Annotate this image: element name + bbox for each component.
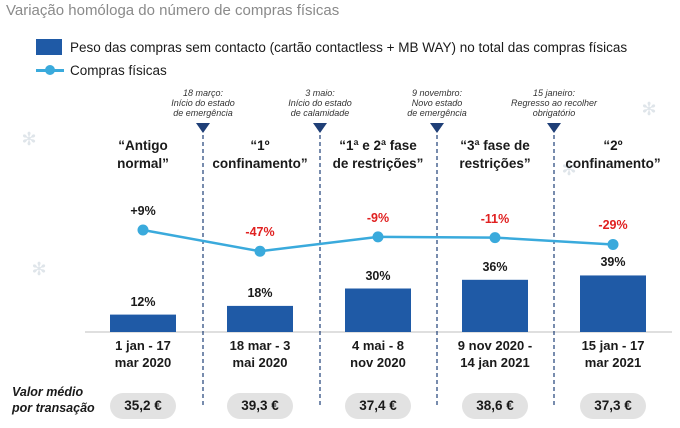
bar-value-label: 30%	[365, 268, 391, 283]
event-marker-icon	[196, 123, 210, 133]
line-value-label: -47%	[245, 225, 275, 240]
legend-bar-label: Peso das compras sem contacto (cartão co…	[70, 39, 628, 55]
legend-bar-swatch	[36, 39, 62, 55]
event-annotation: 15 janeiro: Regresso ao recolher obrigat…	[510, 88, 598, 118]
bar	[227, 305, 293, 332]
x-tick-label: 4 mai - 8 nov 2020	[350, 338, 406, 370]
legend-line: Compras físicas	[36, 61, 167, 79]
event-marker-icon	[313, 123, 327, 133]
chart-title: Variação homóloga do número de compras f…	[6, 2, 340, 19]
avg-value-pill: 37,3 €	[580, 393, 646, 419]
bar	[110, 314, 176, 332]
legend-bar: Peso das compras sem contacto (cartão co…	[36, 38, 627, 56]
bar	[345, 288, 411, 332]
line-point	[489, 232, 501, 244]
event-marker-icon	[547, 123, 561, 133]
period-label: “1º confinamento”	[212, 138, 308, 171]
legend-line-label: Compras físicas	[70, 62, 167, 78]
snowflake-icon: ✻	[31, 259, 47, 279]
bar-value-label: 39%	[600, 255, 626, 270]
line-value-label: +9%	[130, 204, 156, 218]
snowflake-icon: ✻	[641, 99, 657, 119]
line-value-label: -29%	[598, 218, 628, 233]
event-marker-icon	[430, 123, 444, 133]
line-value-label: -11%	[480, 211, 510, 226]
period-label: “3ª fase de restrições”	[459, 138, 531, 171]
event-annotation: 18 março: Início do estado de emergência	[171, 88, 235, 118]
line-point	[607, 238, 619, 250]
x-tick-label: 15 jan - 17 mar 2021	[581, 338, 645, 370]
x-tick-label: 1 jan - 17 mar 2020	[114, 338, 172, 370]
line-point	[137, 224, 149, 236]
bar	[580, 275, 646, 332]
line-point	[254, 245, 266, 257]
snowflake-icon: ✻	[561, 159, 577, 179]
avg-value-pill: 38,6 €	[462, 393, 528, 419]
period-label: “2º confinamento”	[565, 138, 661, 171]
event-annotation: 9 novembro: Novo estado de emergência	[407, 88, 467, 118]
period-label: “Antigo normal”	[117, 138, 169, 171]
avg-value-pill: 39,3 €	[227, 393, 293, 419]
legend-line-swatch	[36, 63, 64, 77]
avg-value-label: Valor médio por transação	[12, 385, 95, 415]
avg-value-pill: 37,4 €	[345, 393, 411, 419]
bar	[462, 279, 528, 332]
line-value-label: -9%	[366, 210, 390, 225]
bar-value-label: 12%	[130, 294, 156, 309]
period-label: “1ª e 2ª fase de restrições”	[332, 138, 424, 171]
avg-value-pill: 35,2 €	[110, 393, 176, 419]
x-tick-label: 9 nov 2020 - 14 jan 2021	[457, 338, 533, 370]
event-annotation: 3 maio: Início do estado de calamidade	[288, 88, 352, 118]
snowflake-icon: ✻	[21, 129, 37, 149]
line-point	[372, 231, 384, 243]
bar-value-label: 18%	[247, 285, 273, 300]
x-tick-label: 18 mar - 3 mai 2020	[229, 338, 291, 370]
bar-value-label: 36%	[482, 259, 508, 274]
